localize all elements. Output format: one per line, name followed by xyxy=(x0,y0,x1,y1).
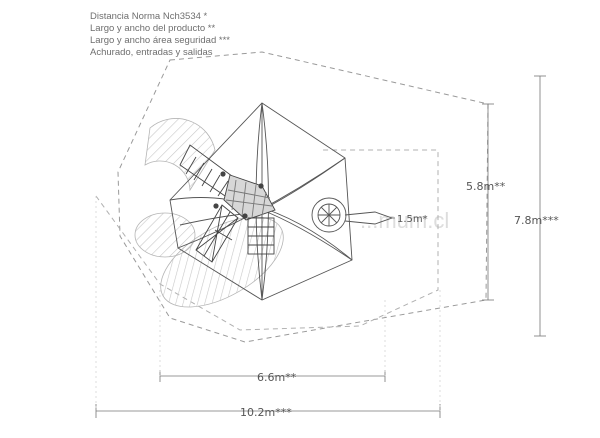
legend-norm-distance: Distancia Norma Nch3534 * xyxy=(90,11,208,22)
round-spinner xyxy=(311,197,347,233)
legend-safety-area: Largo y ancho área seguridad *** xyxy=(90,35,230,46)
legend-hatching: Achurado, entradas y salidas xyxy=(90,47,213,58)
hatched-exit-zone-left xyxy=(160,216,284,308)
safety-area-outline xyxy=(117,51,489,343)
legend-product-size: Largo y ancho del producto ** xyxy=(90,23,216,34)
dim-safety-length: 10.2m*** xyxy=(240,406,292,419)
hatched-entry-zone-top xyxy=(144,118,216,192)
dim-product-width: 5.8m** xyxy=(466,180,506,193)
dim-product-length: 6.6m** xyxy=(257,371,297,384)
entry-ramp xyxy=(247,217,275,255)
dim-safety-width: 7.8m*** xyxy=(514,214,559,227)
legend: Distancia Norma Nch3534 * Largo y ancho … xyxy=(90,11,230,59)
posts xyxy=(213,171,264,219)
hatched-zone-center xyxy=(134,212,196,258)
net-ladder xyxy=(195,204,239,263)
extension-guides xyxy=(95,196,441,411)
safety-area-inner-outline xyxy=(95,149,439,331)
dim-slide-reach: 1.5m* xyxy=(397,214,428,225)
central-platform xyxy=(223,174,276,221)
